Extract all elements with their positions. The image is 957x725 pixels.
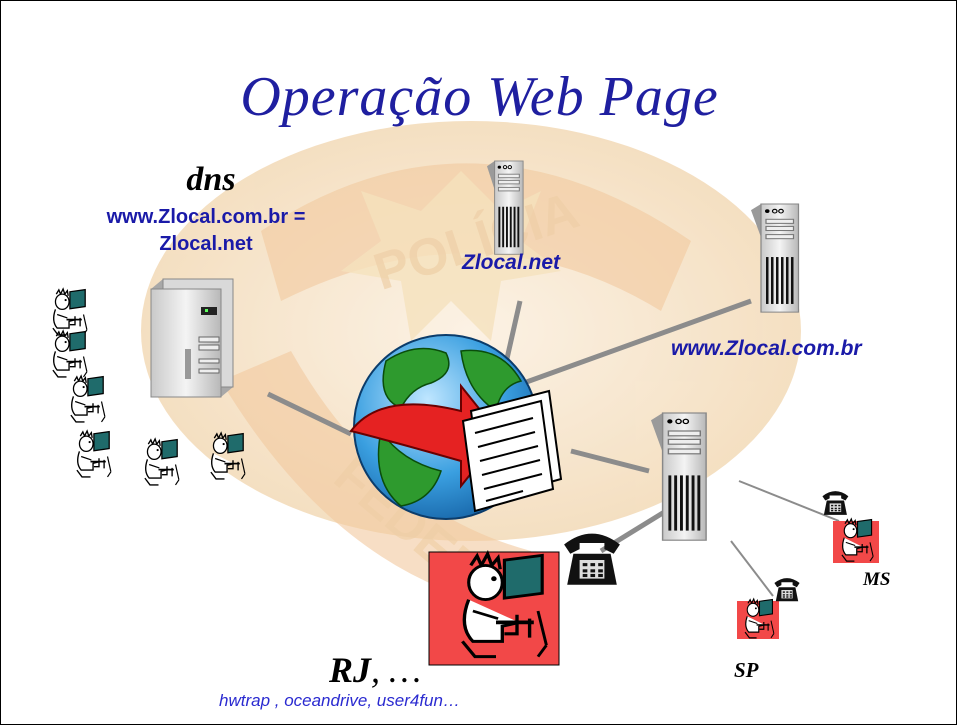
- user-names: hwtrap , oceandrive, user4fun…: [219, 691, 460, 710]
- dns-mapping-line2: Zlocal.net: [159, 233, 253, 255]
- server-label-zlocal-com-br: www.Zlocal.com.br: [671, 337, 862, 360]
- sp-user-icon: [734, 598, 779, 642]
- telephone-icon-sp: [774, 578, 800, 602]
- phone-links: [730, 480, 840, 597]
- ms-user-icon: [830, 518, 879, 566]
- dns-mapping-line1: www.Zlocal.com.br =: [106, 206, 306, 228]
- location-label-rj: RJ, …: [329, 649, 421, 691]
- server-label-zlocal-net: Zlocal.net: [462, 251, 561, 274]
- dns-heading: dns: [186, 161, 236, 198]
- rj-user-icon: [428, 551, 559, 665]
- location-label-sp: SP: [734, 658, 759, 682]
- rj-name: RJ: [329, 650, 372, 690]
- telephone-icon-ms: [822, 491, 849, 515]
- globe-document-icon: [349, 334, 563, 520]
- telephone-icon-rj: [564, 533, 620, 585]
- dns-server-icon: [150, 278, 234, 398]
- location-label-ms: MS: [863, 569, 891, 590]
- rj-suffix: , …: [371, 650, 422, 690]
- page-title: Operação Web Page: [240, 66, 719, 128]
